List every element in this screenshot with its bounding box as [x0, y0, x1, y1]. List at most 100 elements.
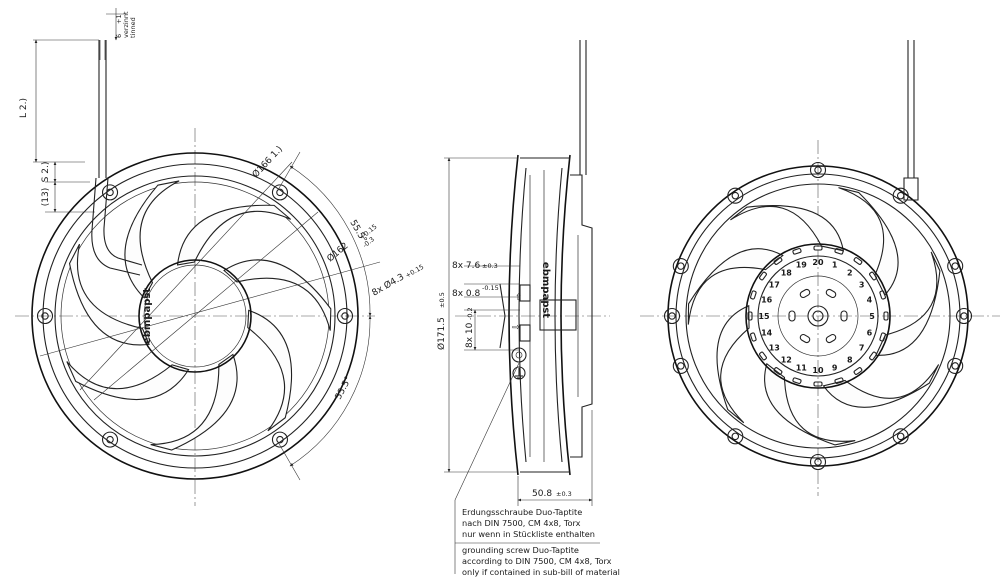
rotor-slot: [853, 257, 863, 265]
rear-outer-rim: [667, 165, 969, 467]
dim-lead-strip: 6: [115, 34, 123, 38]
dim-diameter-body-tol: ±0.5: [438, 292, 446, 308]
note-en-line1: grounding screw Duo-Taptite: [462, 545, 579, 555]
mounting-boss: [672, 357, 689, 374]
mounting-hole-icon: [677, 362, 685, 370]
fan-blade: [822, 364, 940, 408]
mounting-boss: [663, 307, 681, 325]
rotor-slot: [879, 332, 886, 342]
rotor-number: 1: [832, 261, 838, 270]
mounting-hole-icon: [951, 362, 959, 370]
mounting-hole-icon: [731, 191, 740, 200]
mounting-hole-icon: [951, 262, 959, 270]
mounting-hole-icon: [668, 312, 676, 320]
mounting-hole-icon: [814, 458, 822, 466]
note-en-line2: according to DIN 7500, CM 4x8, Torx: [462, 556, 612, 566]
rotor-slot: [879, 290, 886, 300]
mounting-boss: [101, 431, 119, 448]
mounting-boss: [271, 431, 289, 448]
dim-a-tol: ±0.3: [482, 262, 498, 270]
rotor-slot: [792, 377, 802, 384]
rotor-slot: [750, 290, 757, 300]
brand-logo-front: ebmpapst: [142, 288, 153, 344]
rotor-number: 19: [796, 261, 808, 270]
side-housing: [508, 154, 571, 476]
rotor-number: 16: [761, 295, 773, 304]
mounting-boss: [101, 184, 119, 201]
mounting-boss: [809, 161, 827, 179]
rotor-number: 18: [781, 268, 793, 277]
rear-shaft: [807, 305, 829, 327]
mounting-hole-icon: [814, 166, 822, 174]
arrow-up-icon: ⇧: [515, 293, 523, 303]
fan-blade: [124, 180, 180, 299]
rear-rotor-slots: [747, 245, 889, 387]
lead-finish-en: tinned: [129, 17, 137, 38]
mounting-boss: [892, 187, 909, 204]
side-view: ⇧ ⇨ ebmpapst 8x 7.6 ±0.3 8x 0.8 -0.15 8x…: [436, 40, 620, 577]
mounting-boss: [271, 184, 289, 201]
rotor-slot: [759, 351, 767, 361]
front-cable-channel: [91, 177, 141, 276]
rotor-slot: [869, 271, 877, 281]
mounting-hole-icon: [276, 435, 284, 444]
rotor-number: 6: [867, 329, 873, 338]
rotor-vent-hole: [840, 310, 848, 322]
mounting-boss: [955, 307, 973, 325]
mounting-hole-icon: [677, 262, 685, 270]
ground-symbol-icon: [512, 366, 526, 380]
mounting-boss: [36, 307, 54, 325]
rotor-number: 13: [769, 344, 780, 353]
side-motor: [570, 174, 593, 458]
lead-finish-de: verzinnt: [122, 11, 130, 38]
mounting-hole-icon: [41, 312, 49, 320]
rotor-number: 20: [812, 258, 824, 267]
note-de-line1: Erdungsschraube Duo-Taptite: [462, 507, 582, 517]
dim-hole-pattern: 8x Ø4.3: [370, 271, 406, 298]
fan-blade: [247, 309, 293, 432]
rotor-number: 5: [869, 312, 875, 321]
rotor-number: 11: [796, 363, 808, 372]
note-en-line3: only if contained in sub-bill of materia…: [462, 567, 620, 577]
mounting-hole-icon: [106, 435, 114, 444]
dim-lead-length: L 2.): [19, 98, 29, 118]
rotor-slot: [813, 381, 823, 387]
mounting-hole-icon: [276, 188, 284, 197]
fan-blade: [150, 353, 238, 451]
rotor-number: 3: [859, 280, 865, 289]
rotor-number: 4: [867, 295, 873, 304]
dim-hole-pattern-tol: +0.15: [404, 263, 425, 280]
dim-c-tol: -0.2: [466, 307, 474, 320]
fan-blade: [875, 251, 941, 356]
mounting-hole-icon: [960, 312, 968, 320]
dim-b: 8x 0.8: [452, 289, 481, 299]
front-blades: [66, 180, 332, 451]
mounting-hole-icon: [896, 191, 905, 200]
grounding-screw-icon: [511, 347, 527, 363]
rotor-slot: [747, 311, 753, 321]
mounting-boss: [727, 187, 744, 204]
dim-diameter-outer: Ø166 1.): [250, 144, 285, 180]
rear-mounting-holes: [663, 161, 973, 471]
note-de-line2: nach DIN 7500, CM 4x8, Torx: [462, 518, 581, 528]
dim-depth: 50.8: [532, 489, 552, 499]
rotor-vent-hole: [825, 333, 837, 344]
dim-b-tol: -0.15: [482, 284, 499, 292]
fan-blade: [176, 204, 292, 266]
rotor-vent-hole: [788, 310, 796, 322]
rotor-number: 8: [847, 356, 853, 365]
fan-blade: [838, 187, 899, 297]
fan-blade: [730, 205, 845, 252]
fan-blade: [66, 361, 190, 401]
rotor-number: 12: [781, 356, 792, 365]
mounting-hole-icon: [896, 432, 905, 441]
fan-blade: [687, 248, 784, 325]
dim-a: 8x 7.6: [452, 261, 481, 271]
mounting-boss: [672, 258, 689, 275]
front-view: ebmpapst L 2.) S 2.) (13) 6 +1 verzinnt …: [15, 8, 425, 506]
fan-blade: [716, 304, 750, 424]
rotor-slot: [759, 271, 767, 281]
rotor-slot: [853, 367, 863, 375]
mounting-boss: [947, 357, 964, 374]
rotor-number: 7: [859, 344, 865, 353]
